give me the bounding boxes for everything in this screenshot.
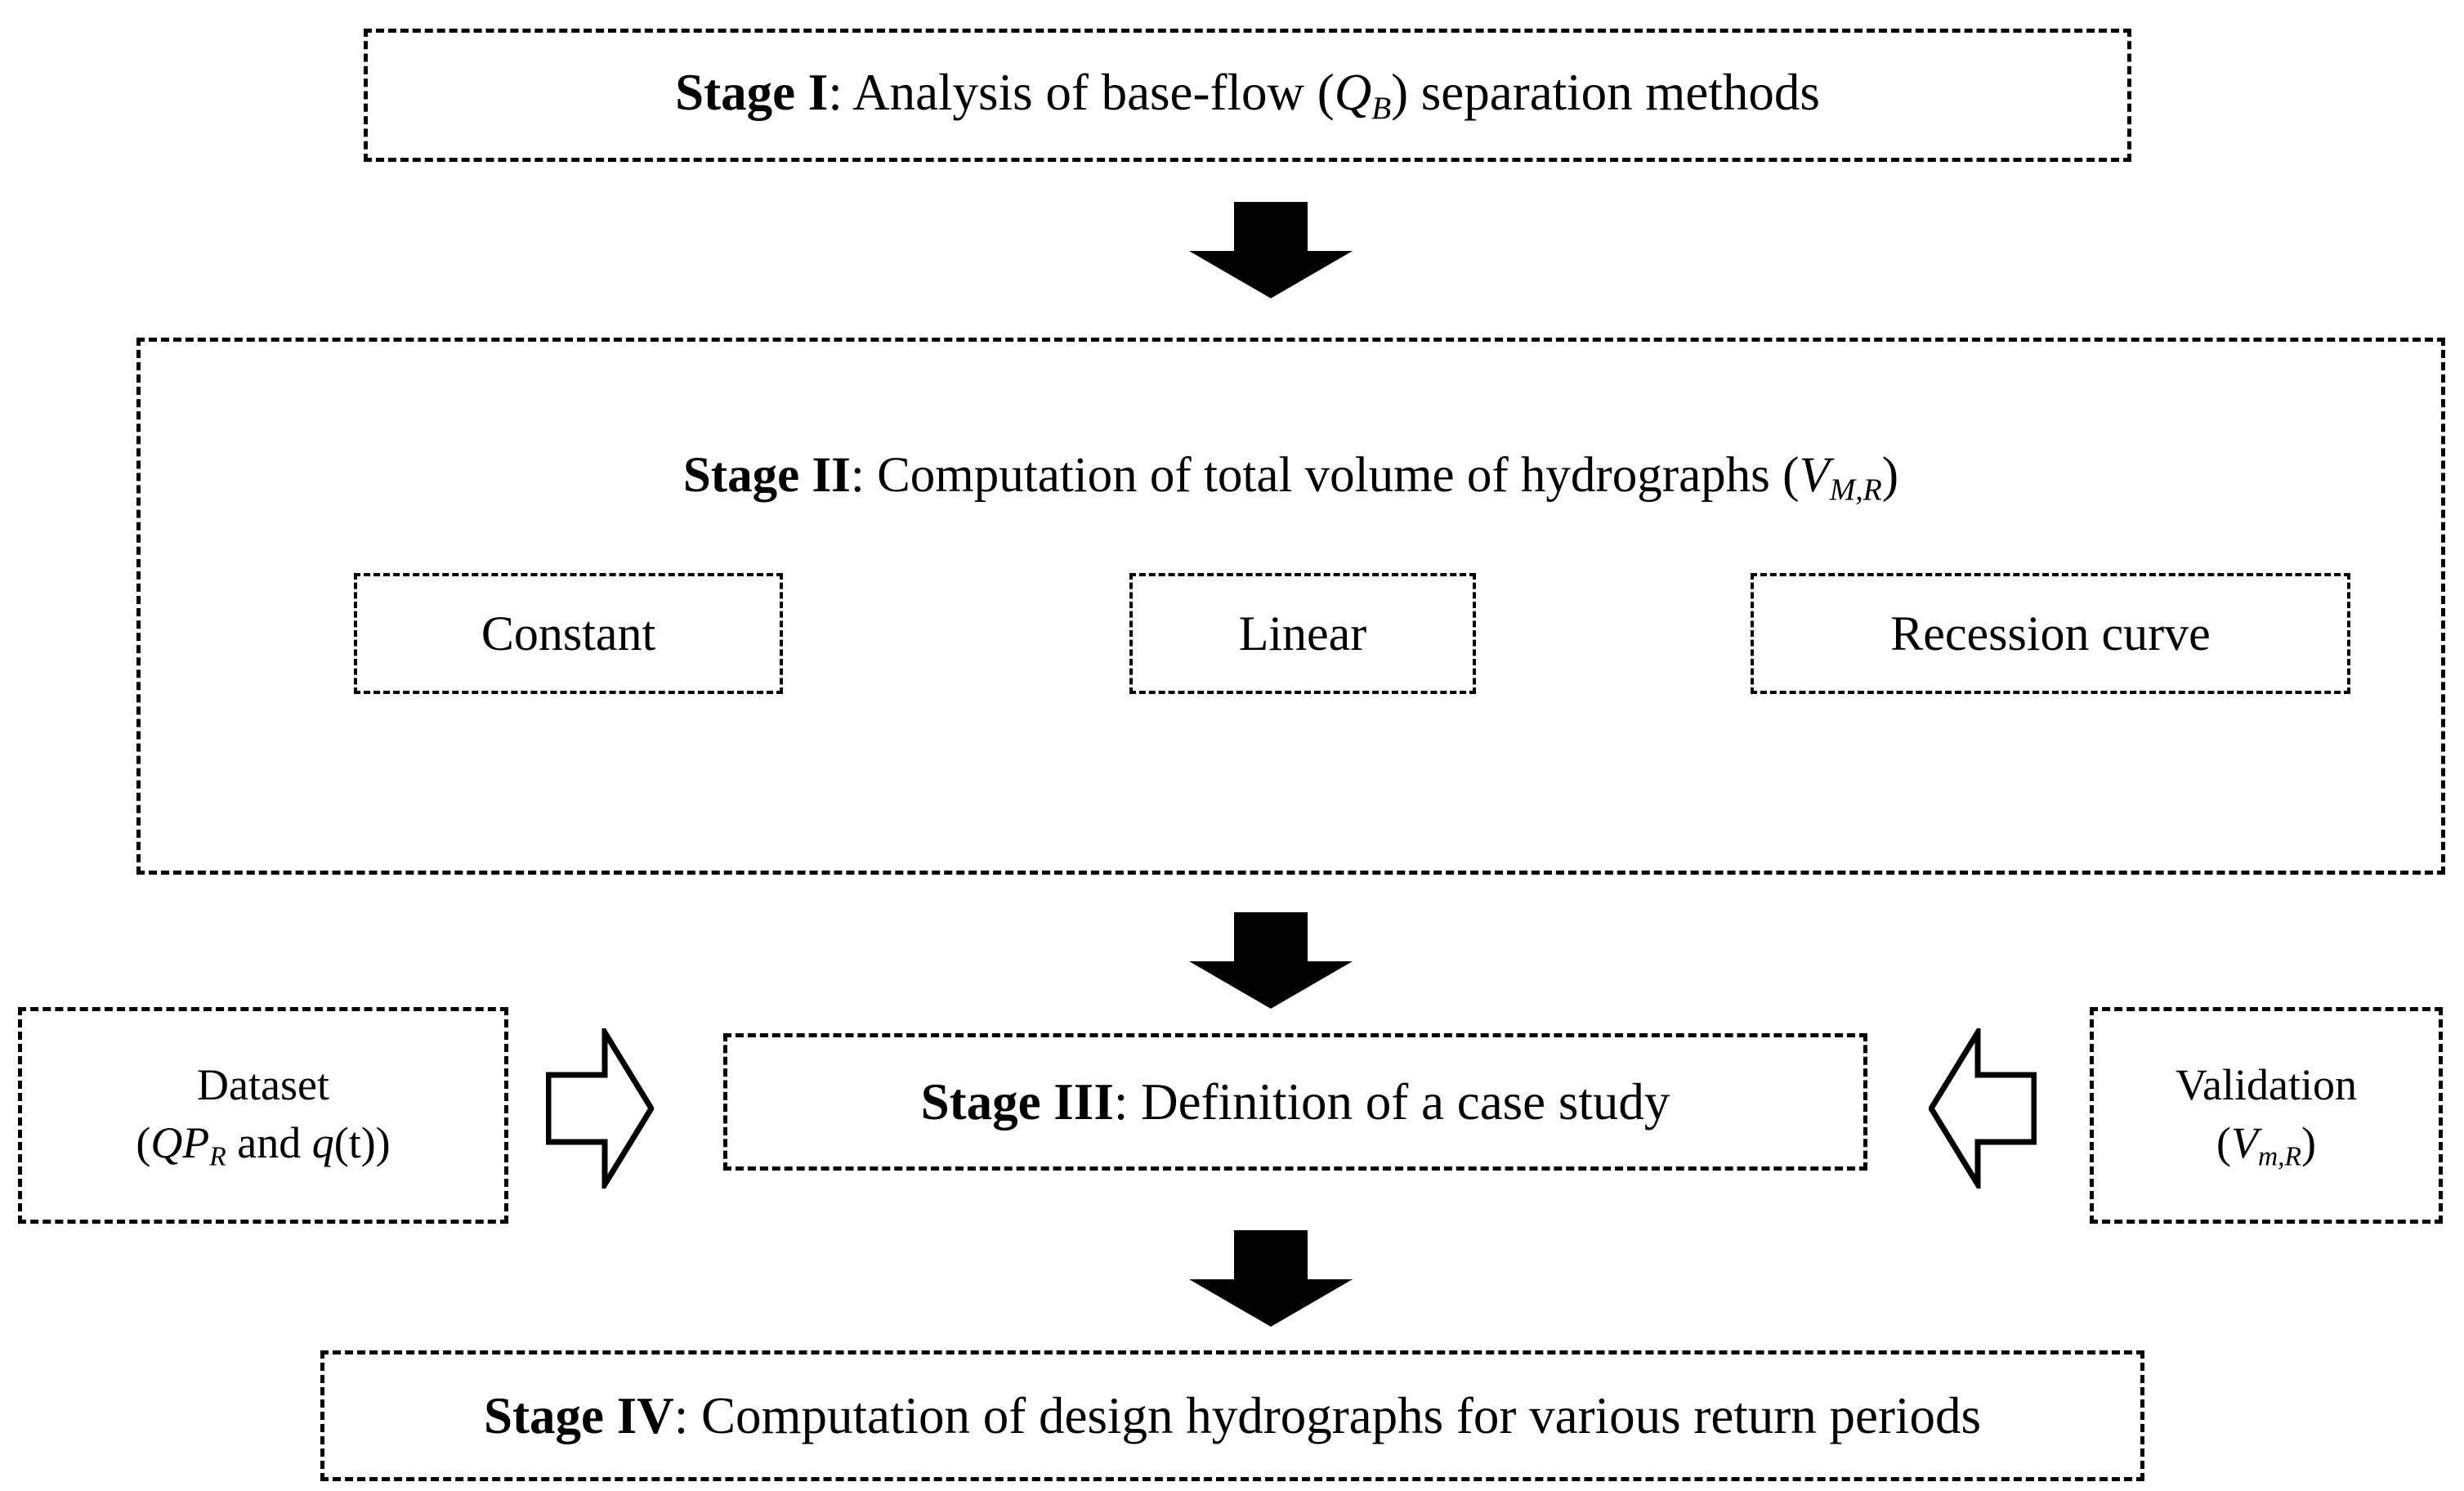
method-box-linear[interactable]: Linear — [1129, 573, 1476, 694]
stage-2-symbol-sub-mr: M,R — [1829, 472, 1882, 508]
stage-1-label: Stage I: Analysis of base-flow (QB) sepa… — [675, 62, 1820, 128]
validation-symbol-v: V — [2231, 1117, 2258, 1167]
stage-3-box: Stage III: Definition of a case study — [723, 1033, 1867, 1171]
dataset-label: Dataset (QPR and q(t)) — [136, 1056, 390, 1174]
stage-1-symbol-sub-b: B — [1371, 91, 1392, 127]
dataset-symbol-tail: (t)) — [333, 1117, 391, 1167]
validation-symbol-sub-mr: m,R — [2258, 1141, 2301, 1172]
stage-1-label-tail: ) separation methods — [1391, 64, 1820, 122]
dataset-symbol-sub-r: R — [209, 1141, 226, 1172]
dataset-box: Dataset (QPR and q(t)) — [18, 1007, 508, 1224]
stage-2-label-rest: : Computation of total volume of hydrogr… — [850, 448, 1800, 503]
stage-2-title-row: Stage II: Computation of total volume of… — [141, 446, 2441, 508]
validation-paren-open: ( — [2216, 1117, 2231, 1167]
dataset-line-1: Dataset — [197, 1060, 329, 1110]
validation-label: Validation (Vm,R) — [2176, 1056, 2357, 1174]
arrow-stage1-to-stage2-icon — [1189, 202, 1353, 298]
arrow-stage3-to-stage4-icon — [1189, 1230, 1353, 1327]
stage-3-label: Stage III: Definition of a case study — [921, 1072, 1670, 1132]
validation-line-1: Validation — [2176, 1060, 2357, 1110]
stage-3-label-rest: : Definition of a case study — [1113, 1072, 1670, 1131]
stage-2-label-bold: Stage II — [682, 448, 851, 503]
stage-1-symbol-q: Q — [1334, 64, 1372, 122]
arrow-validation-to-stage3-icon — [1929, 1028, 2037, 1189]
arrow-dataset-to-stage3-icon — [546, 1028, 654, 1189]
validation-line-2: (Vm,R) — [2216, 1117, 2316, 1171]
dataset-paren-open: ( — [136, 1117, 151, 1167]
validation-box: Validation (Vm,R) — [2090, 1007, 2443, 1224]
dataset-symbol-q: q — [311, 1117, 334, 1167]
arrow-stage2-to-stage3-icon — [1189, 912, 1353, 1009]
stage-2-box: Stage II: Computation of total volume of… — [136, 338, 2445, 875]
method-box-recession-curve[interactable]: Recession curve — [1751, 573, 2350, 694]
method-label-recession-curve: Recession curve — [1890, 606, 2211, 660]
validation-paren-close: ) — [2301, 1117, 2316, 1167]
stage-1-label-rest: : Analysis of base-flow ( — [828, 64, 1335, 122]
method-label-constant: Constant — [481, 606, 656, 660]
stage-3-label-bold: Stage III — [920, 1072, 1114, 1131]
stage-4-box: Stage IV: Computation of design hydrogra… — [320, 1350, 2144, 1481]
stage-4-label: Stage IV: Computation of design hydrogra… — [484, 1386, 1981, 1446]
dataset-conjunction: and — [226, 1117, 312, 1167]
stage-4-label-rest: : Computation of design hydrographs for … — [673, 1386, 1981, 1444]
stage-2-label: Stage II: Computation of total volume of… — [141, 446, 2441, 508]
stage-1-label-bold: Stage I — [675, 64, 829, 122]
method-label-linear: Linear — [1238, 606, 1367, 660]
stage-4-label-bold: Stage IV — [484, 1386, 674, 1444]
stage-2-label-tail: ) — [1881, 448, 1899, 503]
stage-2-symbol-v: V — [1799, 448, 1830, 503]
dataset-line-2: (QPR and q(t)) — [136, 1117, 391, 1171]
method-box-constant[interactable]: Constant — [354, 573, 783, 694]
stage-1-box: Stage I: Analysis of base-flow (QB) sepa… — [364, 29, 2131, 162]
dataset-symbol-qp: QP — [150, 1117, 210, 1167]
